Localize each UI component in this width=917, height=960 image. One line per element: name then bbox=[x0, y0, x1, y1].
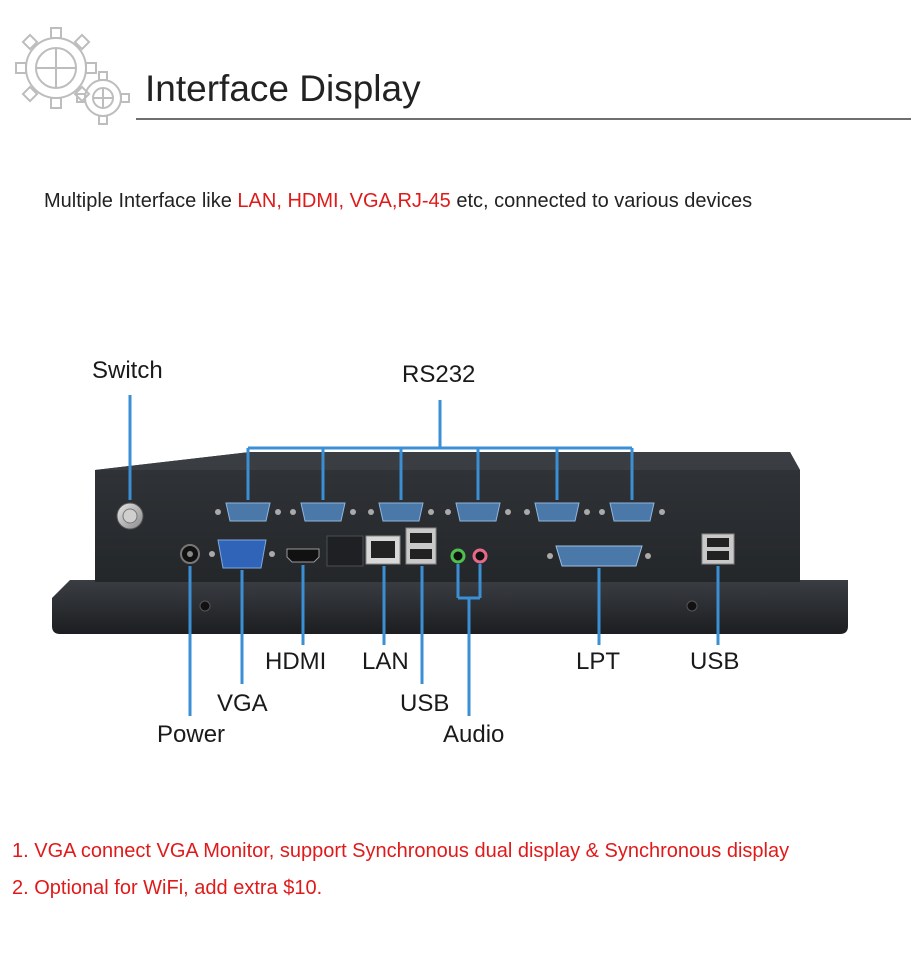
label-rs232: RS232 bbox=[402, 361, 476, 388]
rs232-port bbox=[599, 502, 665, 522]
rs232-port bbox=[215, 502, 281, 522]
intro-highlight: LAN, HDMI, VGA,RJ-45 bbox=[237, 190, 451, 212]
switch-port bbox=[116, 502, 144, 530]
label-audio: Audio bbox=[443, 721, 505, 748]
label-usb-right: USB bbox=[690, 648, 740, 675]
rs232-port bbox=[368, 502, 434, 522]
label-lan: LAN bbox=[362, 648, 409, 675]
lpt-port bbox=[547, 545, 651, 567]
intro-prefix: Multiple Interface like bbox=[44, 190, 238, 212]
device-chassis bbox=[95, 452, 800, 582]
gears-icon bbox=[15, 27, 130, 125]
rs232-port bbox=[524, 502, 590, 522]
intro-text: Multiple Interface like LAN, HDMI, VGA,R… bbox=[44, 190, 752, 213]
usb-ports-center bbox=[405, 527, 437, 565]
label-switch: Switch bbox=[92, 357, 163, 384]
note-1: 1. VGA connect VGA Monitor, support Sync… bbox=[12, 840, 790, 862]
rs232-ports bbox=[215, 502, 665, 522]
power-jack bbox=[180, 544, 200, 564]
rs232-port bbox=[290, 502, 356, 522]
label-usb-center: USB bbox=[400, 690, 450, 717]
blank-port-cover bbox=[326, 535, 364, 567]
lan-port bbox=[365, 535, 401, 565]
title-divider bbox=[136, 118, 911, 120]
label-power: Power bbox=[157, 721, 226, 748]
label-hdmi: HDMI bbox=[265, 648, 327, 675]
device-bezel bbox=[52, 580, 848, 634]
label-lpt: LPT bbox=[576, 648, 621, 675]
note-2: 2. Optional for WiFi, add extra $10. bbox=[12, 877, 323, 899]
label-vga: VGA bbox=[217, 690, 268, 717]
intro-suffix: etc, connected to various devices bbox=[450, 190, 753, 212]
audio-jacks bbox=[450, 548, 488, 564]
usb-ports-right bbox=[701, 533, 735, 565]
page-title: Interface Display bbox=[145, 68, 421, 109]
vga-port bbox=[209, 539, 275, 569]
rs232-port bbox=[445, 502, 511, 522]
callout-lines bbox=[128, 395, 720, 716]
hdmi-port bbox=[286, 548, 320, 563]
